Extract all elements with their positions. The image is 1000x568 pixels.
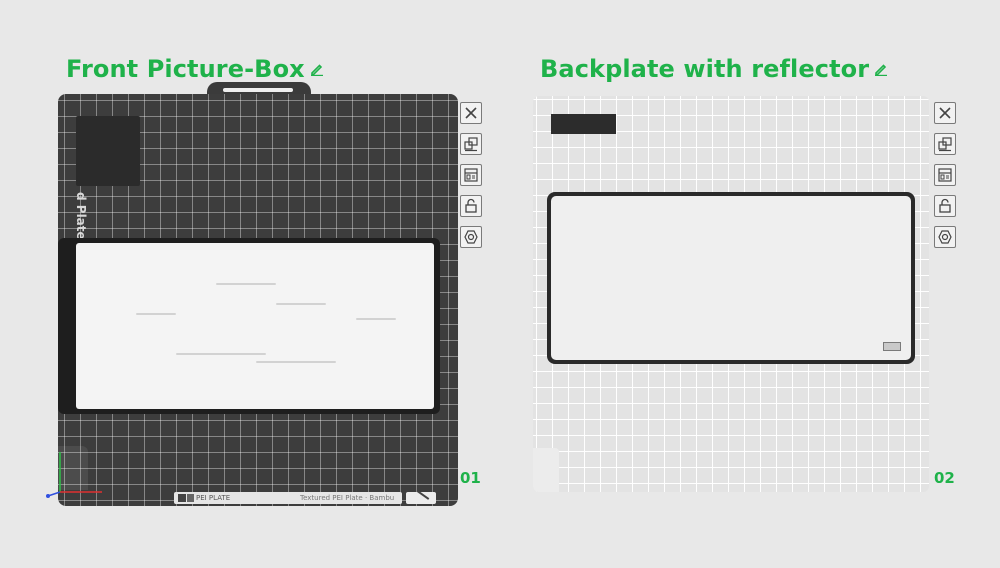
settings-icon xyxy=(938,230,952,244)
plate-1-small-part[interactable] xyxy=(76,116,140,186)
build-plate-1[interactable]: d Plate PEI PLATE Textured PEI Plate · B… xyxy=(58,94,458,506)
plate-settings-button[interactable] xyxy=(934,226,956,248)
plate-1-strip-label-b: Textured PEI Plate · Bambu Lab xyxy=(300,494,395,502)
plate-1-label-strip: PEI PLATE Textured PEI Plate · Bambu Lab xyxy=(174,492,402,504)
lock-icon xyxy=(465,198,477,213)
texture-speck xyxy=(136,313,176,315)
handle-slot xyxy=(223,88,293,92)
layout-button[interactable] xyxy=(934,164,956,186)
notch-slash xyxy=(416,490,430,500)
lock-icon xyxy=(939,198,951,213)
plate-2-index: 02 xyxy=(934,469,955,487)
auto-arrange-button[interactable] xyxy=(934,133,956,155)
plate-settings-button[interactable] xyxy=(460,226,482,248)
plate-2-small-part[interactable] xyxy=(551,114,616,134)
qr-icon xyxy=(178,494,186,502)
close-plate-button[interactable] xyxy=(460,102,482,124)
picture-box-surface xyxy=(76,243,434,409)
pencil-icon[interactable] xyxy=(310,62,324,76)
plate-side-text: d Plate xyxy=(74,192,88,240)
plate-1-corner-mark xyxy=(58,446,88,490)
reflector-tag xyxy=(883,342,901,351)
pencil-icon[interactable] xyxy=(874,62,888,76)
layout-button[interactable] xyxy=(460,164,482,186)
settings-icon xyxy=(464,230,478,244)
axis-gizmo-icon xyxy=(46,448,106,498)
layout-icon xyxy=(464,168,478,182)
build-plate-2[interactable] xyxy=(533,96,929,492)
plate-2-name[interactable]: Backplate with reflector xyxy=(540,52,888,86)
plate-1-name-text: Front Picture-Box xyxy=(66,55,305,83)
plate-1-name[interactable]: Front Picture-Box xyxy=(66,52,324,86)
plate-1-index: 01 xyxy=(460,469,481,487)
qr-icon xyxy=(187,494,194,502)
texture-speck xyxy=(216,283,276,285)
close-plate-button[interactable] xyxy=(934,102,956,124)
texture-speck xyxy=(276,303,326,305)
plate-1-notch xyxy=(406,490,436,504)
lock-plate-button[interactable] xyxy=(460,195,482,217)
arrange-icon xyxy=(938,137,952,152)
auto-arrange-button[interactable] xyxy=(460,133,482,155)
plate-1-strip-label-a: PEI PLATE xyxy=(196,494,231,502)
plate-2-toolbar xyxy=(934,102,958,257)
texture-speck xyxy=(356,318,396,320)
texture-speck xyxy=(176,353,266,355)
lock-plate-button[interactable] xyxy=(934,195,956,217)
picture-box-frame[interactable] xyxy=(58,238,440,414)
plate-1-toolbar xyxy=(460,102,484,257)
backplate-frame[interactable] xyxy=(547,192,915,364)
layout-icon xyxy=(938,168,952,182)
close-icon xyxy=(465,107,477,119)
close-icon xyxy=(939,107,951,119)
plate-2-corner-mark xyxy=(533,448,559,492)
backplate-surface xyxy=(551,196,911,360)
arrange-icon xyxy=(464,137,478,152)
plate-2-name-text: Backplate with reflector xyxy=(540,55,870,83)
texture-speck xyxy=(256,361,336,363)
